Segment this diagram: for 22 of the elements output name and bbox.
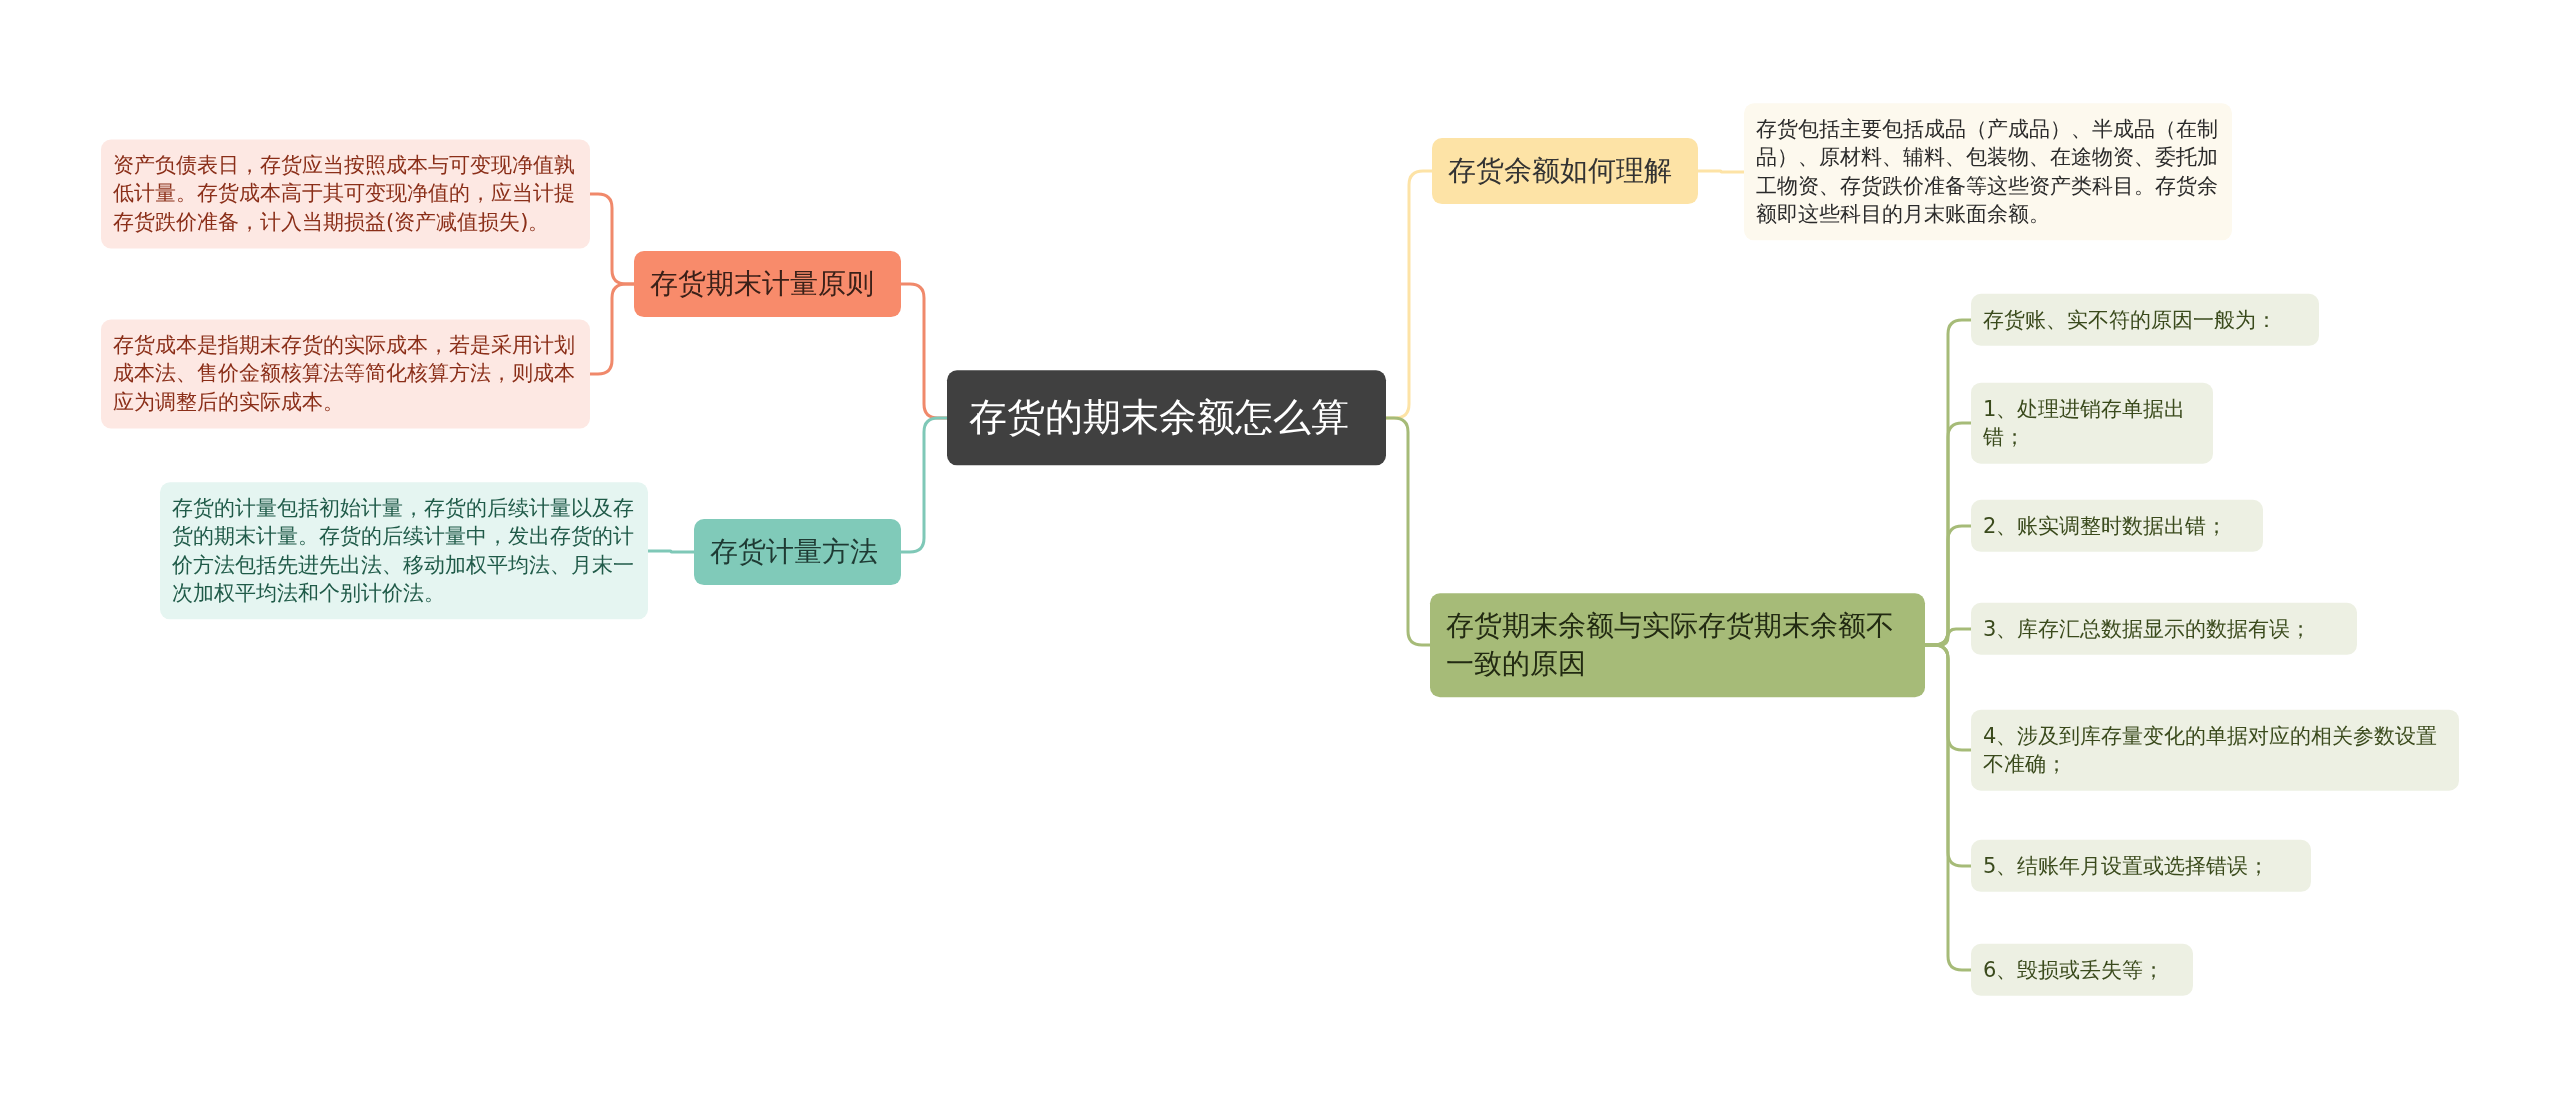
note-box: 资产负债表日，存货应当按照成本与可变现净值孰低计量。存货成本高于其可变现净值的，应当计提存货跌价准备，计入当期损益(资产减值损失)。 (101, 139, 590, 249)
topic-box: 存货余额如何理解 (1432, 138, 1698, 204)
root-topic-box: 存货的期末余额怎么算 (947, 370, 1386, 466)
connector-line (590, 282, 634, 376)
note-box: 3、库存汇总数据显示的数据有误； (1971, 602, 2357, 656)
note-box: 4、涉及到库存量变化的单据对应的相关参数设置不准确； (1971, 709, 2459, 791)
note-box: 存货账、实不符的原因一般为： (1971, 293, 2319, 347)
connector-line (901, 416, 947, 554)
note-box: 存货包括主要包括成品（产成品）、半成品（在制品）、原材料、辅料、包装物、在途物资、委托加工物资、存货跌价准备等这些资产类科目。存货余额即这些科目的月末账面余额。 (1744, 103, 2232, 241)
note-box: 2、账实调整时数据出错； (1971, 499, 2263, 553)
topic-box: 存货期末计量原则 (634, 251, 901, 317)
connector-line (1386, 416, 1430, 647)
note-box: 6、毁损或丢失等； (1971, 943, 2193, 997)
topic-box: 存货期末余额与实际存货期末余额不一致的原因 (1430, 593, 1925, 697)
note-box: 5、结账年月设置或选择错误； (1971, 839, 2311, 893)
note-box: 存货成本是指期末存货的实际成本，若是采用计划成本法、售价金额核算法等简化核算方法，则成本应为调整后的实际成本。 (101, 319, 590, 429)
topic-box: 存货计量方法 (694, 519, 901, 585)
connector-line (1925, 643, 1971, 972)
connector-line (1698, 169, 1744, 174)
connector-line (648, 549, 694, 554)
note-box: 1、处理进销存单据出错； (1971, 382, 2213, 464)
note-box: 存货的计量包括初始计量，存货的后续计量以及存货的期末计量。存货的后续计量中，发出存货的计价方法包括先进先出法、移动加权平均法、月末一次加权平均法和个别计价法。 (160, 482, 648, 620)
